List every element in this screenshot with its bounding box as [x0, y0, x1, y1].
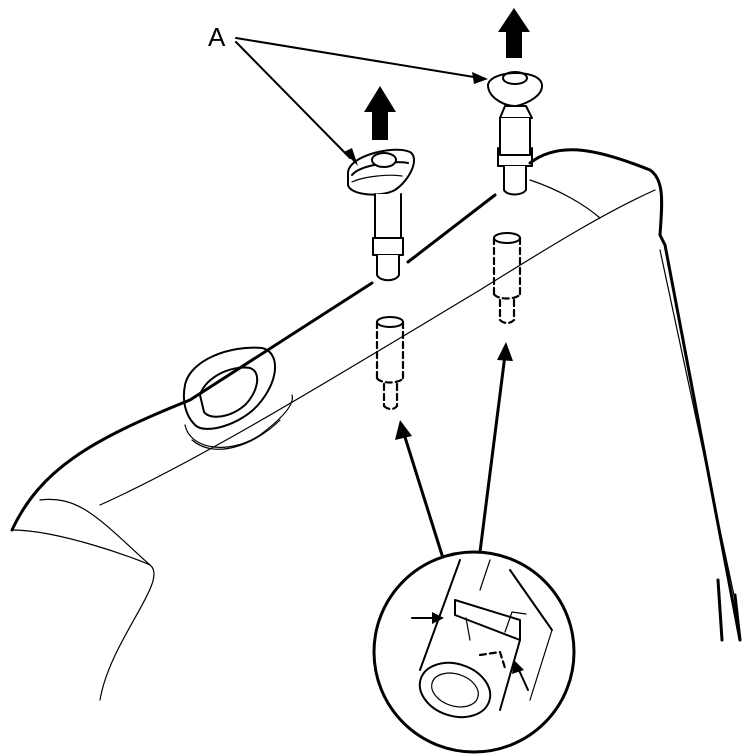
- up-arrow-right: [498, 8, 530, 58]
- callout-label: A: [208, 22, 226, 52]
- right-clip-socket: [492, 232, 522, 325]
- right-push-clip: [487, 71, 544, 196]
- seat-panel: [10, 148, 742, 701]
- up-arrow-left: [364, 86, 396, 140]
- left-clip-socket: [375, 316, 405, 411]
- detail-leaders: [395, 342, 513, 557]
- callout-a: A: [208, 22, 488, 166]
- left-push-clip: [347, 148, 415, 282]
- detail-view-circle: [372, 550, 576, 754]
- belt-guide-loop: [182, 346, 293, 450]
